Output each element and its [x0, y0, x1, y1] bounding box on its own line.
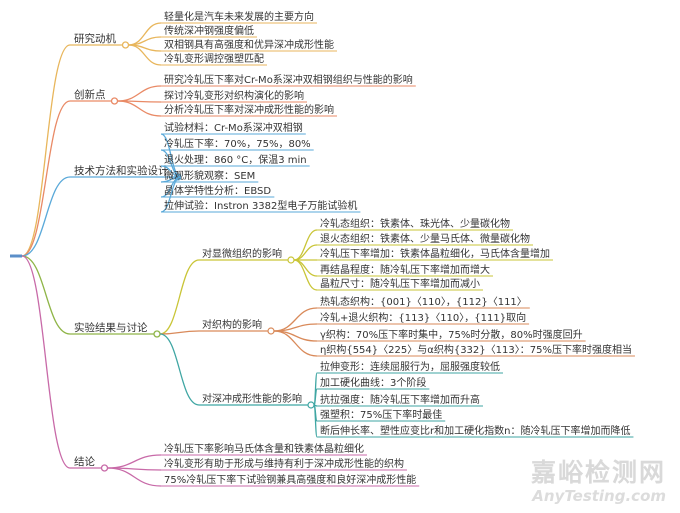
sub-branch-node-1 — [267, 327, 275, 335]
sub-leaf-label-2-2: 抗拉强度：随冷轧压下率增加而升高 — [320, 393, 480, 406]
leaf-label-4-0: 冷轧压下率影响马氏体含量和铁素体晶粒细化 — [164, 442, 364, 455]
connector-leaf-2-5 — [160, 176, 182, 213]
sub-leaf-label-2-1: 加工硬化曲线：3个阶段 — [320, 376, 426, 389]
connector-leaf-4-0 — [107, 454, 162, 469]
sub-leaf-label-2-3: 强塑积：75%压下率时最佳 — [320, 408, 442, 421]
sub-branch-node-2 — [307, 401, 315, 409]
leaf-label-2-2: 退火处理：860 °C，保温3 min — [164, 153, 307, 166]
connector-leaf-1-0 — [117, 85, 162, 102]
sub-leaf-label-2-4: 断后伸长率、塑性应变比r和加工硬化指数n：随冷轧压下率增加而降低 — [320, 424, 630, 437]
connector-subleaf-0-1 — [293, 244, 318, 261]
watermark-en: AnyTesting.com — [532, 487, 666, 505]
sub-leaf-label-0-2: 冷轧压下率增加：铁素体晶粒细化，马氏体含量增加 — [320, 247, 550, 260]
branch-node-0 — [121, 41, 130, 49]
connector-leaf-0-3 — [128, 44, 162, 66]
sub-leaf-label-0-3: 再结晶程度：随冷轧压下率增加而增大 — [320, 263, 490, 276]
leaf-label-4-1: 冷轧变形有助于形成与维持有利于深冲成形性能的织构 — [164, 457, 404, 470]
connector-leaf-1-2 — [117, 100, 162, 117]
leaf-label-0-3: 冷轧变形调控强塑匹配 — [164, 52, 264, 65]
sub-leaf-label-2-0: 拉伸变形：连续屈服行为，屈服强度较低 — [320, 360, 500, 373]
branch-node-4 — [100, 464, 109, 472]
sub-leaf-label-1-3: η织构{554}〈225〉与α织构{332}〈113〉：75%压下率时强度相当 — [320, 343, 632, 356]
branch-node-1 — [110, 97, 119, 105]
branch-label-4: 结论 — [74, 455, 95, 468]
leaf-label-2-0: 试验材料：Cr-Mo系深冲双相钢 — [164, 121, 303, 134]
leaf-label-4-2: 75%冷轧压下率下试验钢兼具高强度和良好深冲成形性能 — [164, 473, 416, 486]
watermark-cn: 嘉峪检测网 — [530, 458, 666, 487]
sub-leaf-label-1-1: 冷轧+退火织构：{113}〈110〉，{111}取向 — [320, 311, 526, 324]
leaf-label-2-3: 微观形貌观察：SEM — [164, 169, 255, 182]
sub-branch-label-1: 对织构的影响 — [202, 318, 262, 331]
sub-branch-node-0 — [287, 256, 295, 264]
branch-label-1: 创新点 — [74, 88, 106, 101]
leaf-label-0-0: 轻量化是汽车未来发展的主要方向 — [164, 10, 314, 23]
watermark: 嘉峪检测网 AnyTesting.com — [530, 458, 666, 506]
connector-subleaf-1-3 — [273, 330, 318, 357]
connector-sub-0 — [159, 259, 200, 335]
leaf-label-0-2: 双相钢具有高强度和优异深冲成形性能 — [164, 38, 334, 51]
branch-label-0: 研究动机 — [74, 32, 116, 45]
sub-branch-label-0: 对显微组织的影响 — [202, 247, 282, 260]
connector-branch-4 — [21, 255, 71, 469]
connector-branch-0 — [21, 44, 71, 257]
connector-branch-1 — [21, 100, 71, 257]
connector-branch-2 — [21, 176, 71, 257]
sub-leaf-label-0-4: 晶粒尺寸：随冷轧压下率增加而减小 — [320, 277, 480, 290]
sub-leaf-label-0-1: 退火态组织：铁素体、少量马氏体、微量碳化物 — [320, 232, 530, 245]
sub-leaf-label-1-0: 热轧态织构：{001}〈110〉，{112}〈111〉 — [320, 295, 527, 308]
leaf-label-1-2: 分析冷轧压下率对深冲成形性能的影响 — [164, 103, 334, 116]
leaf-label-2-1: 冷轧压下率：70%，75%，80% — [164, 137, 311, 150]
leaf-label-0-1: 传统深冲钢强度偏低 — [164, 24, 254, 37]
connector-branch-3 — [21, 255, 71, 335]
leaf-label-2-4: 晶体学特性分析：EBSD — [164, 184, 271, 197]
branch-label-2: 技术方法和实验设计 — [74, 164, 169, 177]
branch-node-3 — [153, 330, 161, 338]
leaf-label-2-5: 拉伸试验：Instron 3382型电子万能试验机 — [164, 199, 357, 212]
leaf-label-1-1: 探讨冷轧变形对织构演化的影响 — [164, 89, 304, 102]
connector-subleaf-0-4 — [293, 259, 318, 291]
sub-branch-label-2: 对深冲成形性能的影响 — [202, 392, 302, 405]
connector-subleaf-2-4 — [313, 404, 318, 438]
connector-leaf-4-2 — [107, 467, 162, 487]
leaf-label-1-0: 研究冷轧压下率对Cr-Mo系深冲双相钢组织与性能的影响 — [164, 73, 413, 86]
connector-sub-1 — [159, 330, 200, 335]
sub-leaf-label-1-2: γ织构：70%压下率时集中，75%时分散，80%时强度回升 — [320, 328, 583, 341]
branch-label-3: 实验结果与讨论 — [74, 321, 148, 334]
sub-leaf-label-0-0: 冷轧态组织：铁素体、珠光体、少量碳化物 — [320, 217, 510, 230]
connector-sub-2 — [159, 333, 200, 406]
